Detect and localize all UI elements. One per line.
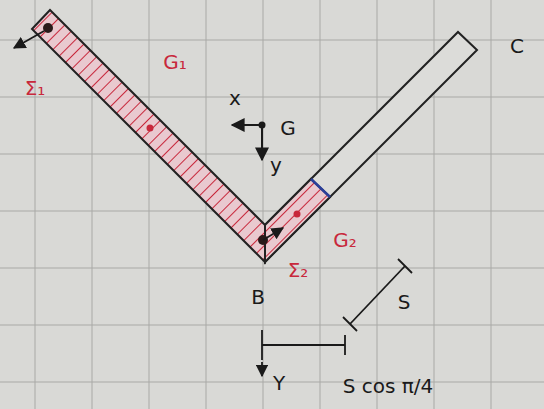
- centroid-label: G: [280, 117, 296, 139]
- axis-arrow: [263, 228, 283, 240]
- dimension-label: S: [398, 291, 411, 313]
- centroid-dot: [147, 125, 154, 132]
- centroid-dot: [294, 211, 301, 218]
- axis-arrow: [261, 125, 263, 160]
- axis-label: y: [270, 154, 282, 176]
- section-mark: [43, 23, 53, 33]
- dimension-label: S cos π/4: [343, 375, 434, 397]
- axis-arrow: [14, 31, 44, 48]
- right-bar: [265, 32, 477, 262]
- cut-line: [311, 179, 330, 197]
- centroid-label: G₂: [333, 229, 357, 251]
- frame-label: Σ₁: [25, 77, 46, 99]
- left-bar: [32, 10, 265, 262]
- axis-arrow: [232, 124, 262, 126]
- axis-label: x: [229, 87, 241, 109]
- point-label: B: [251, 286, 265, 308]
- axis-label: Y: [273, 372, 285, 394]
- dimension-lines: [262, 259, 412, 376]
- centroid-label: G₁: [163, 51, 187, 73]
- frame-label: Σ₂: [288, 259, 309, 281]
- point-label: C: [510, 35, 524, 57]
- hatched-part: [265, 179, 330, 262]
